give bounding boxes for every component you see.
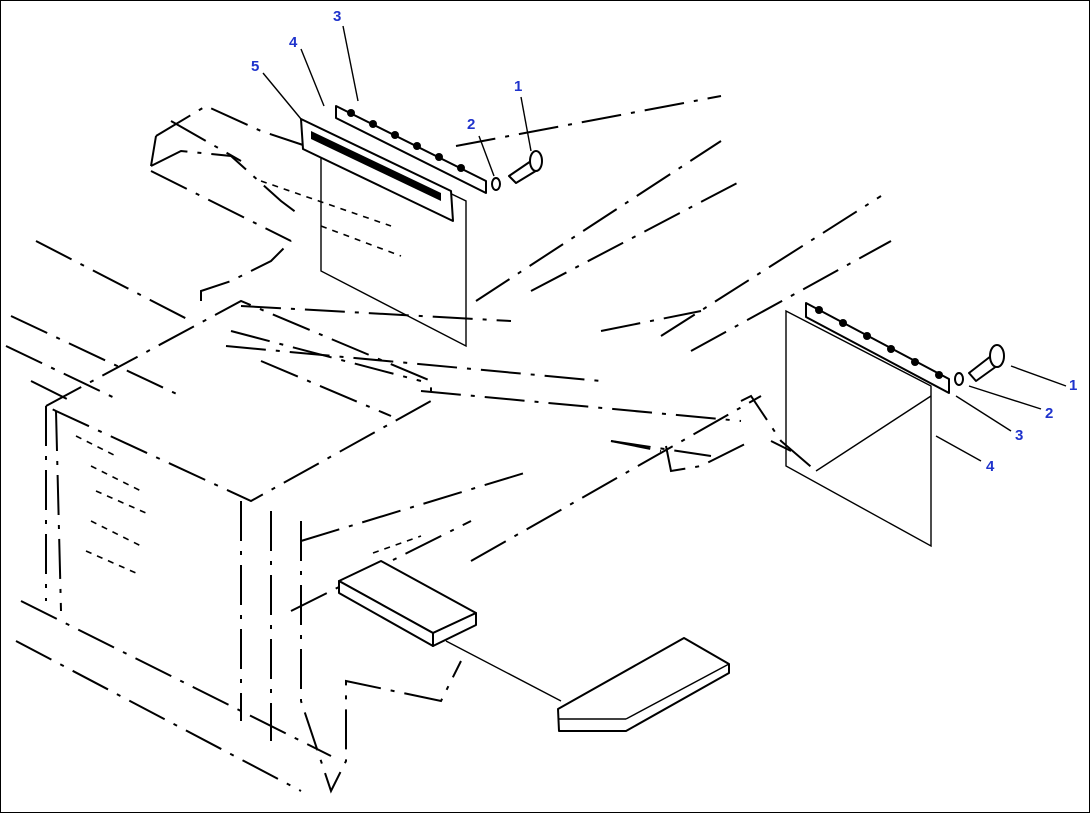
- callouts-top-left: 3 4 5 2 1: [251, 8, 522, 133]
- callout-3-top: 3: [333, 8, 341, 25]
- chassis-phantom-lines: [5, 95, 892, 792]
- callout-1-top: 1: [514, 78, 522, 95]
- left-clamp-bar: [335, 105, 487, 194]
- callout-5-top: 5: [251, 58, 259, 75]
- left-mud-flap-assembly: [262, 25, 543, 348]
- callout-4-right: 4: [986, 458, 995, 475]
- cab-body-outline: [43, 104, 462, 794]
- callout-2-top: 2: [467, 116, 475, 133]
- callout-2-right: 2: [1045, 405, 1053, 422]
- callout-4-top: 4: [289, 34, 298, 51]
- step-plates: [338, 535, 730, 732]
- left-bolt: [491, 150, 543, 191]
- callouts-right: 1 2 3 4: [986, 377, 1077, 475]
- right-clamp-bar: [805, 302, 950, 394]
- right-mud-flap-assembly: [785, 302, 1067, 548]
- callout-3-right: 3: [1015, 427, 1023, 444]
- right-frame-bracket: [610, 394, 817, 473]
- callout-1-right: 1: [1069, 377, 1077, 394]
- right-bolt: [954, 344, 1005, 386]
